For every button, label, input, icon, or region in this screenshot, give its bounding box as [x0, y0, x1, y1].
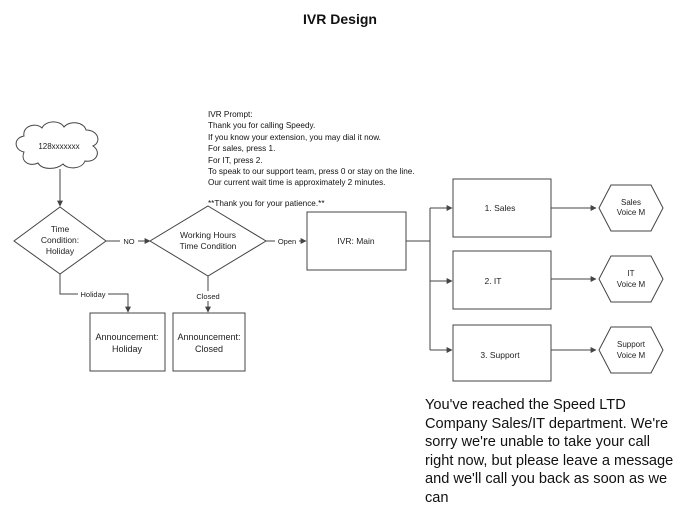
it-node: 2. IT	[452, 250, 552, 310]
ivr-main-label: IVR: Main	[337, 236, 375, 246]
announcement-closed-label-1: Announcement:	[177, 332, 240, 342]
did-number: 128xxxxxxx	[38, 142, 79, 151]
edge-label-no: NO	[123, 237, 134, 246]
voicemail-message: You've reached the Speed LTD Company Sal…	[425, 397, 674, 506]
sales-voicemail-node: Sales Voice M	[598, 184, 664, 232]
sales-label: 1. Sales	[485, 203, 516, 213]
announcement-closed-node: Announcement: Closed	[172, 312, 246, 372]
announcement-holiday-label-1: Announcement:	[95, 332, 158, 342]
diagram-title: IVR Design	[303, 11, 377, 27]
prompt-footer: **Thank you for your patience.**	[208, 198, 325, 208]
it-label: 2. IT	[484, 276, 501, 286]
announcement-holiday-label-2: Holiday	[112, 344, 143, 354]
edge-label-closed: Closed	[196, 292, 219, 301]
it-voicemail-label-2: Voice M	[617, 280, 646, 289]
prompt-line: To speak to our support team, press 0 or…	[208, 167, 415, 177]
prompt-line: For sales, press 1.	[208, 144, 276, 154]
ivr-prompt-text: IVR Prompt: Thank you for calling Speedy…	[208, 109, 488, 209]
it-voicemail-label-1: IT	[627, 269, 634, 278]
time-condition-diamond: Time Condition: Holiday	[13, 206, 107, 275]
prompt-line: For IT, press 2.	[208, 155, 263, 165]
support-label: 3. Support	[480, 350, 520, 360]
working-hours-label-2: Time Condition	[180, 241, 237, 251]
prompt-line: Thank you for calling Speedy.	[208, 121, 316, 131]
sales-voicemail-label-2: Voice M	[617, 208, 646, 217]
support-voicemail-node: Support Voice M	[598, 326, 664, 374]
sales-node: 1. Sales	[452, 178, 552, 238]
time-condition-label-1: Time	[51, 224, 70, 234]
support-voicemail-label-1: Support	[617, 340, 646, 349]
ivr-main-node: IVR: Main	[306, 211, 407, 271]
did-cloud-node: 128xxxxxxx	[15, 121, 99, 169]
prompt-line: Our current wait time is approximately 2…	[208, 178, 386, 188]
support-voicemail-label-2: Voice M	[617, 351, 646, 360]
edge-label-open: Open	[278, 237, 296, 246]
working-hours-label-1: Working Hours	[180, 230, 236, 240]
time-condition-label-2: Condition:	[41, 235, 79, 245]
announcement-holiday-node: Announcement: Holiday	[89, 312, 166, 372]
edge-label-holiday: Holiday	[80, 290, 105, 299]
it-voicemail-node: IT Voice M	[598, 255, 664, 303]
sales-voicemail-label-1: Sales	[621, 198, 641, 207]
time-condition-label-3: Holiday	[46, 246, 75, 256]
edge-ivr-branch-trunk	[406, 208, 431, 350]
working-hours-diamond: Working Hours Time Condition	[149, 205, 267, 277]
support-node: 3. Support	[452, 324, 552, 382]
prompt-line: If you know your extension, you may dial…	[208, 132, 381, 142]
prompt-line: IVR Prompt:	[208, 110, 253, 119]
announcement-closed-label-2: Closed	[195, 344, 223, 354]
